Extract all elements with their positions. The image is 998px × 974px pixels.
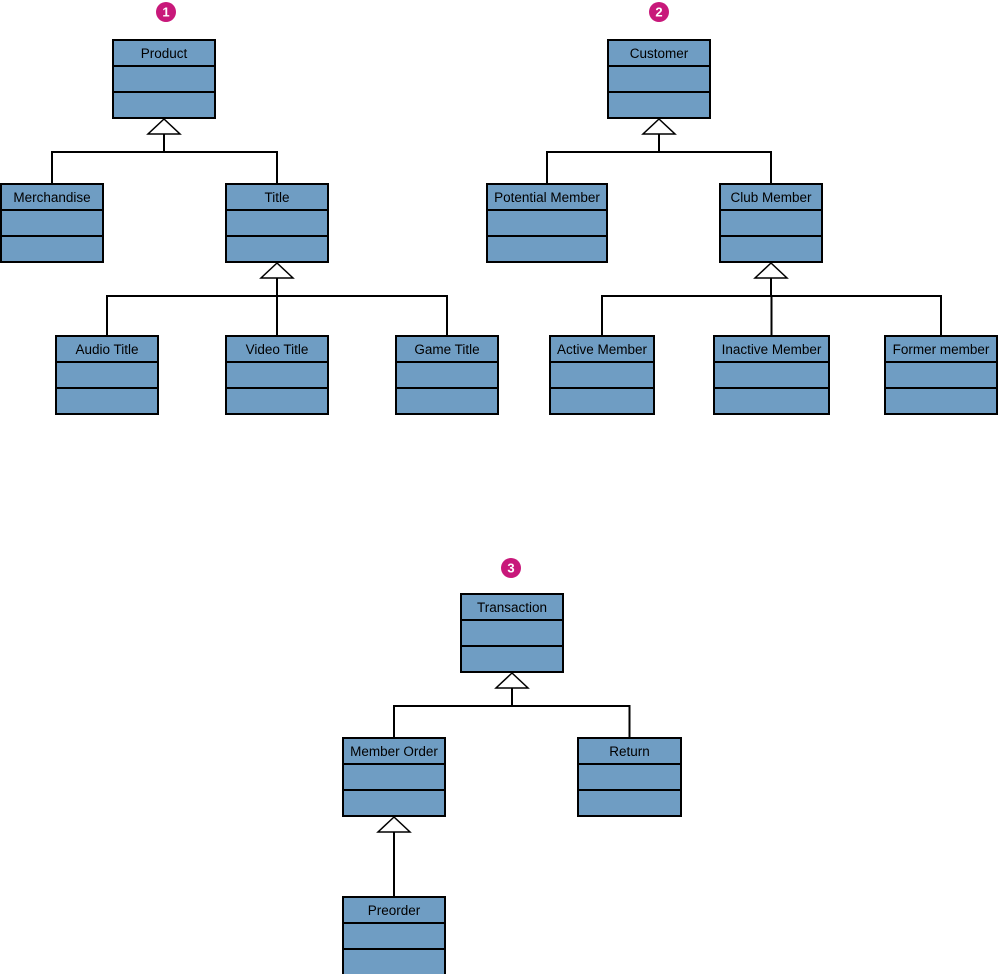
class-audio-title: Audio Title: [55, 335, 159, 415]
class-preorder: Preorder: [342, 896, 446, 974]
class-name: Merchandise: [13, 190, 90, 205]
class-box: [486, 183, 608, 263]
class-return: Return: [577, 737, 682, 817]
class-box: [713, 335, 830, 415]
badge-circle: [156, 2, 176, 22]
class-box: [342, 737, 446, 817]
generalization-arrowhead: [146, 117, 182, 135]
generalization-arrowhead: [494, 671, 530, 689]
class-member-order: Member Order: [342, 737, 446, 817]
hierarchy-badge-1: 1: [156, 2, 176, 22]
class-box: [577, 737, 682, 817]
class-name: Transaction: [477, 600, 547, 615]
class-name: Active Member: [557, 342, 648, 357]
class-name: Former member: [893, 342, 990, 357]
class-name: Inactive Member: [722, 342, 822, 357]
class-transaction: Transaction: [460, 593, 564, 673]
class-name: Return: [609, 744, 650, 759]
class-title: Title: [225, 183, 329, 263]
class-name: Member Order: [350, 744, 438, 759]
badge-number: 3: [507, 561, 514, 576]
hierarchy-badges: 1 2 3: [156, 2, 669, 578]
class-name: Product: [141, 46, 188, 61]
generalization-arrowhead: [376, 815, 412, 833]
class-name: Audio Title: [75, 342, 138, 357]
class-name: Video Title: [246, 342, 309, 357]
generalization-product: [51, 117, 278, 184]
class-box: [549, 335, 655, 415]
badge-circle: [649, 2, 669, 22]
class-name: Potential Member: [494, 190, 600, 205]
class-customer: Customer: [607, 39, 711, 119]
badge-number: 1: [162, 5, 169, 20]
class-name: Game Title: [414, 342, 479, 357]
generalization-member-order: [376, 815, 412, 897]
generalization-club-member: [601, 261, 942, 336]
generalization-arrowhead: [753, 261, 789, 279]
class-name: Preorder: [368, 903, 421, 918]
generalization-arrowhead: [641, 117, 677, 135]
class-box: [460, 593, 564, 673]
class-active-member: Active Member: [549, 335, 655, 415]
hierarchy-badge-2: 2: [649, 2, 669, 22]
class-merchandise: Merchandise: [0, 183, 104, 263]
badge-circle: [501, 558, 521, 578]
class-potential-member: Potential Member: [486, 183, 608, 263]
class-box: [395, 335, 499, 415]
class-club-member: Club Member: [719, 183, 823, 263]
class-box: [55, 335, 159, 415]
generalization-arrowhead: [259, 261, 295, 279]
class-video-title: Video Title: [225, 335, 329, 415]
class-name: Title: [264, 190, 289, 205]
class-box: [225, 335, 329, 415]
class-name: Customer: [630, 46, 689, 61]
badge-number: 2: [655, 5, 662, 20]
class-product: Product: [112, 39, 216, 119]
generalization-connectors: [51, 117, 942, 897]
generalization-customer: [546, 117, 772, 184]
class-box: [719, 183, 823, 263]
hierarchy-badge-3: 3: [501, 558, 521, 578]
class-box: [342, 896, 446, 974]
class-former-member: Former member: [884, 335, 998, 415]
class-name: Club Member: [730, 190, 812, 205]
class-box: [112, 39, 216, 119]
class-inactive-member: Inactive Member: [713, 335, 830, 415]
class-box: [607, 39, 711, 119]
class-game-title: Game Title: [395, 335, 499, 415]
class-box: [0, 183, 104, 263]
class-box: [884, 335, 998, 415]
generalization-title: [106, 261, 448, 336]
generalization-transaction: [393, 671, 631, 738]
class-box: [225, 183, 329, 263]
